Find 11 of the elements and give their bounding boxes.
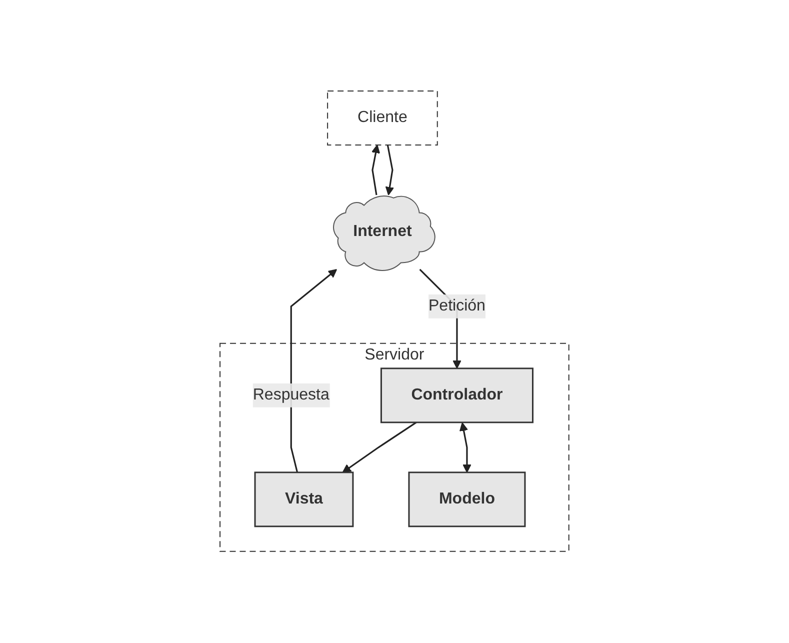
arrow xyxy=(372,144,380,196)
node-box: Cliente xyxy=(327,90,438,146)
node-box: Modelo xyxy=(408,472,526,528)
arrow xyxy=(290,269,338,473)
arrow xyxy=(385,145,394,196)
node-box: Vista xyxy=(254,472,354,528)
edge-label: Petición xyxy=(428,298,486,315)
arrow xyxy=(459,422,472,474)
edge-label: Respuesta xyxy=(252,386,330,404)
node-box: Controlador xyxy=(380,368,534,424)
arrow xyxy=(342,422,417,474)
